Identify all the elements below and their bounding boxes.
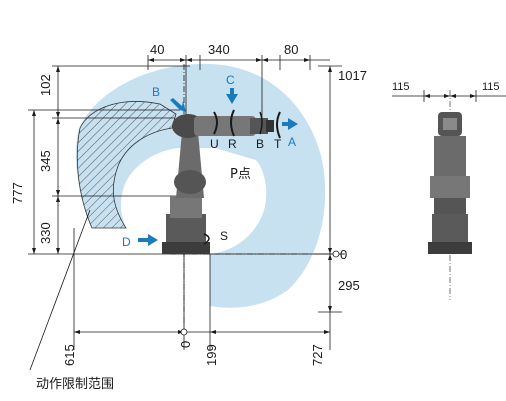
dim-left-330: 330 <box>38 222 53 244</box>
axis-s-symbol <box>203 233 210 245</box>
origin-marker <box>332 250 340 258</box>
axis-r-symbol <box>230 109 235 137</box>
origin-marker-bottom <box>180 328 188 336</box>
arrow-a <box>282 118 298 130</box>
dim-left-345: 345 <box>38 150 53 172</box>
robot-front-view <box>392 90 506 300</box>
axis-label-b: B <box>256 137 264 151</box>
axis-label-u: U <box>210 137 219 151</box>
dim-bottom-615: 615 <box>62 344 77 366</box>
arrow-d <box>138 234 158 246</box>
axis-b-symbol <box>259 111 263 135</box>
axis-labels: S U R B T <box>210 137 282 243</box>
dim-side-115-left: 115 <box>392 81 410 93</box>
view-label-a: A <box>288 135 296 149</box>
view-label-c: C <box>226 73 235 87</box>
robot-upper-arm <box>194 116 256 136</box>
dim-bottom-727: 727 <box>310 344 325 366</box>
axis-t-symbol <box>276 111 281 139</box>
dim-right-1017: 1017 <box>338 68 367 83</box>
dim-bottom-199: 199 <box>204 344 219 366</box>
axis-label-t: T <box>274 137 282 151</box>
view-label-d: D <box>122 235 131 249</box>
p-point-label: P点 <box>230 167 251 182</box>
dim-side-115-right: 115 <box>482 81 500 93</box>
axis-u-symbol <box>213 111 218 135</box>
axis-label-s: S <box>220 229 228 243</box>
dim-bottom-0: 0 <box>178 341 193 348</box>
robot-side-view <box>162 109 281 254</box>
motion-range-label: 动作限制范围 <box>36 377 114 392</box>
dim-left-777: 777 <box>10 182 25 204</box>
dimension-arrowheads <box>32 58 332 334</box>
dim-left-102: 102 <box>38 74 53 96</box>
dim-right-295: 295 <box>338 278 360 293</box>
view-label-b: B <box>152 85 160 99</box>
dim-top-40: 40 <box>150 42 164 57</box>
dim-right-0: 0 <box>340 247 347 262</box>
view-arrow-labels: A B C D <box>122 73 296 249</box>
dim-top-80: 80 <box>284 42 298 57</box>
dim-top-340: 340 <box>208 42 230 57</box>
view-arrows <box>138 88 298 246</box>
arrow-b <box>170 98 186 112</box>
dimension-labels: 40 340 80 1017 0 295 102 345 777 330 615… <box>10 42 500 366</box>
axis-label-r: R <box>228 137 237 151</box>
arrow-c <box>226 88 238 104</box>
